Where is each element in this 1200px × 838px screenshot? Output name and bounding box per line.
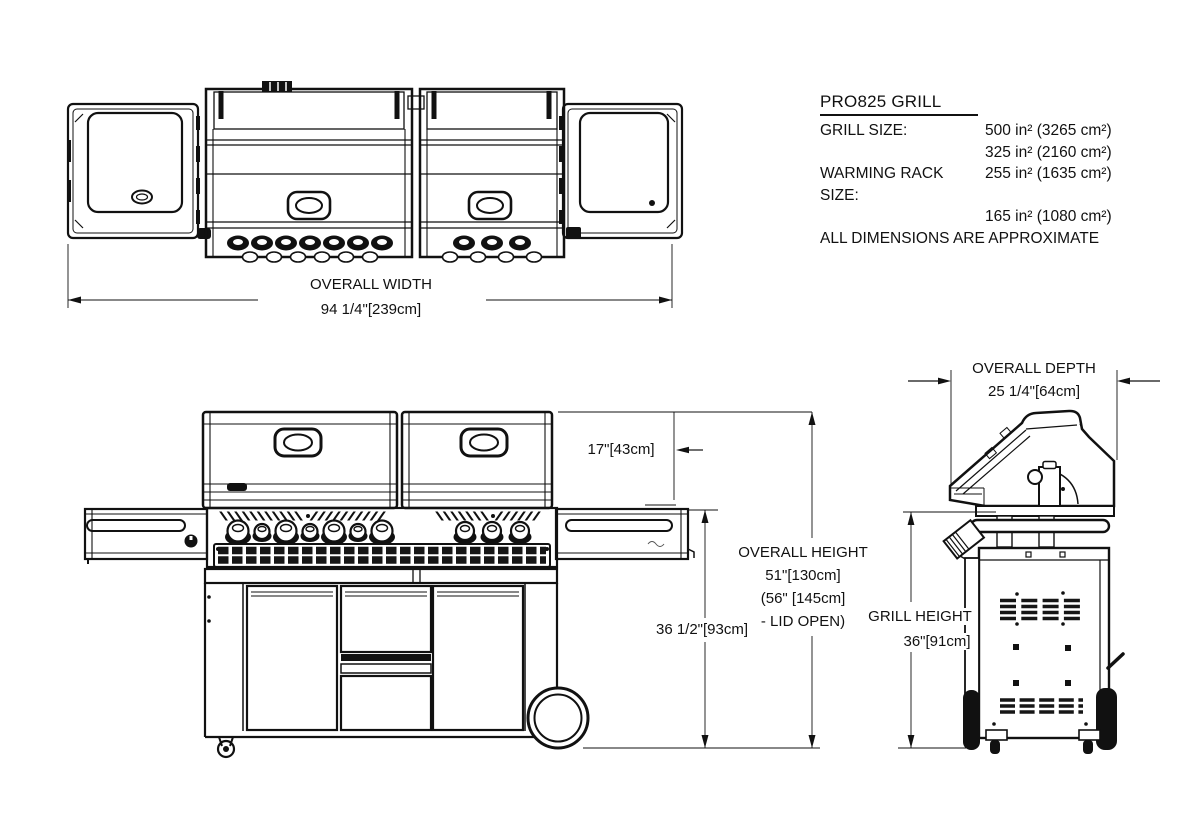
spec-label	[820, 206, 985, 228]
overall-height-callout: OVERALL HEIGHT 51"[130cm] (56" [145cm] -…	[735, 541, 871, 633]
lower-vents	[1000, 698, 1083, 714]
front-view-left-shelf	[83, 507, 209, 564]
overall-depth-label: OVERALL DEPTH	[972, 360, 1096, 377]
spec-label: GRILL SIZE:	[820, 122, 908, 139]
spec-value: 165 in² (1080 cm²)	[985, 208, 1112, 225]
front-view-control-panel	[205, 506, 559, 569]
spec-row: 325 in² (2160 cm²)	[820, 142, 1112, 164]
burner-knobs	[225, 519, 532, 545]
spec-label: WARMING RACK SIZE:	[820, 165, 944, 204]
spec-value: 500 in² (3265 cm²)	[985, 122, 1112, 139]
side-view-lid	[948, 409, 1116, 508]
panel-hatching	[219, 511, 541, 521]
overall-width-value: 94 1/4"[239cm]	[320, 301, 422, 318]
grill-height-dimension	[898, 511, 996, 749]
spec-value: 325 in² (2160 cm²)	[985, 143, 1112, 161]
regulator-knob	[942, 518, 986, 560]
side-lid-handle	[1027, 460, 1065, 507]
overall-depth-dimension	[908, 370, 1160, 498]
lid-height-value: 17"[43cm]	[587, 441, 655, 458]
right-door	[431, 584, 525, 732]
lid-handle	[286, 190, 513, 221]
spec-title: PRO825 GRILL	[820, 92, 978, 116]
spec-value: 255 in² (1635 cm²)	[985, 165, 1112, 182]
front-view-caster	[216, 736, 236, 759]
spec-row: WARMING RACK SIZE: 255 in² (1635 cm²)	[820, 163, 1112, 206]
overall-height-note1: (56" [145cm]	[760, 590, 846, 607]
height-dimension-lines	[558, 411, 820, 749]
overall-height-value: 51"[130cm]	[765, 567, 841, 584]
front-view-lids	[201, 410, 554, 510]
front-view-wheel	[526, 686, 590, 750]
top-view-knobs	[227, 235, 531, 251]
lid-handle	[273, 427, 509, 458]
overall-width-dimension	[67, 244, 673, 308]
center-door	[339, 584, 433, 654]
spec-row: 165 in² (1080 cm²)	[820, 206, 1112, 228]
overall-height-label: OVERALL HEIGHT	[738, 544, 868, 561]
side-view-drawing	[898, 370, 1160, 754]
side-lever	[1106, 652, 1125, 670]
spec-label	[820, 142, 985, 164]
cart-height-value: 36 1/2"[93cm]	[652, 621, 752, 638]
spec-disclaimer: ALL DIMENSIONS ARE APPROXIMATE	[820, 229, 1100, 247]
spec-panel: PRO825 GRILL GRILL SIZE: 500 in² (3265 c…	[820, 92, 1112, 249]
drawer-lip	[340, 663, 432, 674]
left-door	[245, 584, 339, 732]
napoleon-logo	[647, 541, 665, 547]
overall-height-note2: - LID OPEN)	[760, 613, 846, 630]
top-view-drawing	[66, 81, 684, 308]
spec-row: GRILL SIZE: 500 in² (3265 cm²)	[820, 120, 1112, 142]
top-view-lids	[204, 81, 566, 259]
grill-height-value: 36"[91cm]	[900, 633, 974, 650]
side-shelf-bar	[969, 518, 1111, 534]
overall-width-label: OVERALL WIDTH	[310, 276, 432, 293]
vent-grille	[213, 543, 551, 568]
side-view-wheels	[963, 688, 1117, 754]
top-view-left-shelf	[66, 102, 211, 240]
side-view-cabinet	[942, 505, 1125, 740]
brand-badge	[227, 483, 247, 491]
front-view-cart	[203, 567, 559, 739]
front-view-drawing	[83, 410, 820, 759]
grill-height-label: GRILL HEIGHT	[865, 608, 975, 625]
overall-depth-value: 25 1/4"[64cm]	[987, 383, 1081, 400]
front-view-right-shelf	[554, 507, 695, 561]
top-view-scallops	[241, 251, 543, 263]
drawer	[339, 674, 433, 732]
top-view-right-shelf	[559, 102, 684, 240]
